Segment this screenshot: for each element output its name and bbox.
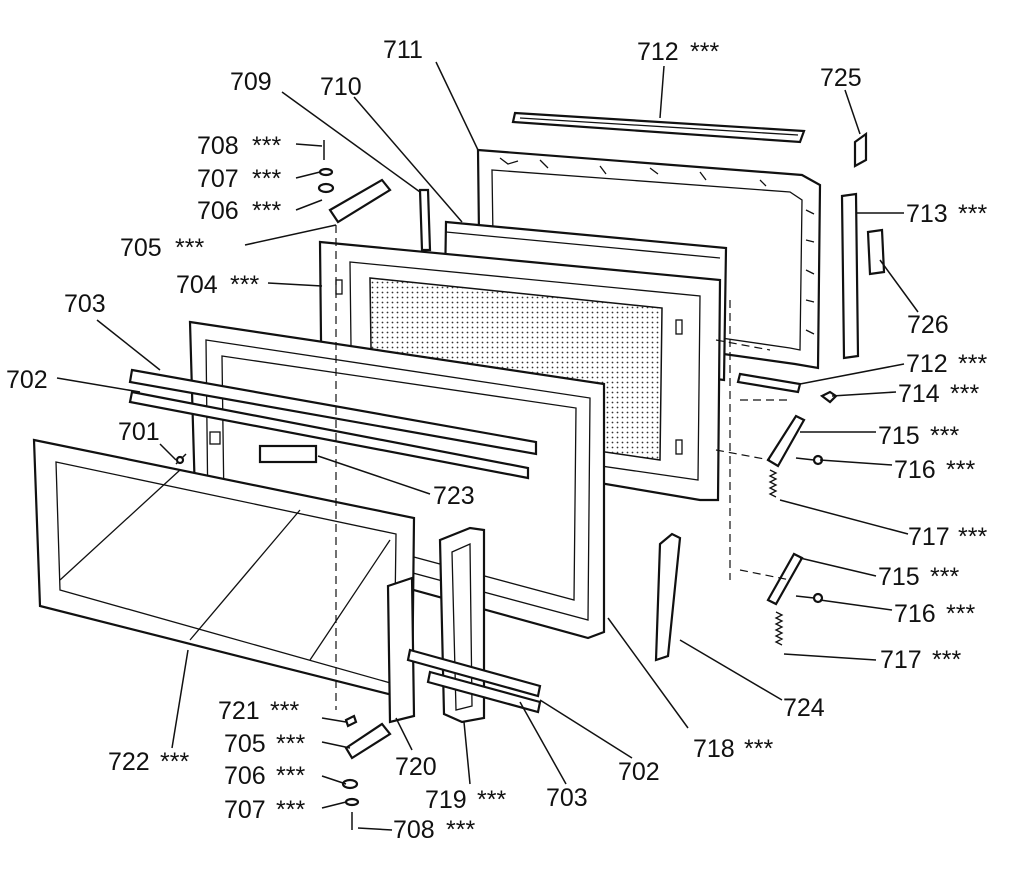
label-719-stars: ***	[477, 786, 506, 814]
label-708-stars: ***	[252, 132, 281, 160]
label-701: 701	[118, 418, 160, 446]
label-716: 716	[894, 456, 936, 484]
label-715: 715	[878, 422, 920, 450]
label-714-stars: ***	[950, 380, 979, 408]
part-717-spring-upper	[768, 469, 778, 498]
label-703-lower: 703	[546, 784, 588, 812]
label-721: 721	[218, 697, 260, 725]
label-707-lower: 707	[224, 796, 266, 824]
part-712-top-strip	[511, 111, 806, 144]
label-709: 709	[230, 68, 272, 96]
label-704: 704	[176, 271, 218, 299]
label-715-lower-stars: ***	[930, 563, 959, 591]
part-703-top-rail	[128, 368, 538, 480]
label-712-right-stars: ***	[958, 350, 987, 378]
label-702: 702	[6, 366, 48, 394]
label-708: 708	[197, 132, 239, 160]
label-721-stars: ***	[270, 697, 299, 725]
label-725: 725	[820, 64, 862, 92]
part-701-screw	[175, 453, 187, 465]
label-717-lower: 717	[880, 646, 922, 674]
label-717-stars: ***	[958, 523, 987, 551]
label-716-lower-stars: ***	[946, 600, 975, 628]
part-709-rod	[418, 188, 432, 252]
part-716-screw-lower	[795, 592, 824, 604]
label-707-stars: ***	[252, 165, 281, 193]
label-712: 712	[637, 38, 679, 66]
label-706-stars: ***	[252, 197, 281, 225]
label-713: 713	[906, 200, 948, 228]
part-720-side-piece	[386, 576, 416, 724]
label-711: 711	[383, 36, 423, 64]
label-707-lower-stars: ***	[276, 796, 305, 824]
label-706-lower: 706	[224, 762, 266, 790]
part-714-clip	[819, 390, 838, 404]
label-705: 705	[120, 234, 162, 262]
label-715-lower: 715	[878, 563, 920, 591]
part-703-bottom-rail	[426, 670, 542, 714]
label-722: 722	[108, 748, 150, 776]
label-705-lower-stars: ***	[276, 730, 305, 758]
label-712-right: 712	[906, 350, 948, 378]
label-717-lower-stars: ***	[932, 646, 961, 674]
part-717-spring-lower	[774, 611, 784, 646]
label-704-stars: ***	[230, 271, 259, 299]
label-716-lower: 716	[894, 600, 936, 628]
label-718: 718	[693, 735, 735, 763]
label-713-stars: ***	[958, 200, 987, 228]
label-706-lower-stars: ***	[276, 762, 305, 790]
part-725-block	[853, 131, 868, 168]
label-722-stars: ***	[160, 748, 189, 776]
label-718-stars: ***	[744, 735, 773, 763]
leader-lines	[56, 61, 919, 831]
label-724: 724	[783, 694, 825, 722]
label-702-lower: 702	[618, 758, 660, 786]
label-719: 719	[425, 786, 467, 814]
part-713-vertical-strip	[840, 192, 860, 360]
part-hinge-top-hardware	[317, 140, 392, 224]
label-726: 726	[907, 311, 949, 339]
part-715-hinge-upper	[766, 414, 806, 468]
label-707: 707	[197, 165, 239, 193]
part-726-clip	[866, 228, 886, 276]
label-705-stars: ***	[175, 234, 204, 262]
assembly-lines	[335, 225, 791, 710]
label-714: 714	[898, 380, 940, 408]
label-720: 720	[395, 753, 437, 781]
label-712-stars: ***	[690, 38, 719, 66]
part-labels: 711 712 *** 725 709 710 708 *** 707 *** …	[6, 36, 987, 844]
label-703: 703	[64, 290, 106, 318]
part-712-lower-strip	[736, 372, 802, 394]
label-708-lower-stars: ***	[446, 816, 475, 844]
part-702-bottom-rail	[406, 648, 542, 698]
label-723: 723	[433, 482, 475, 510]
label-710: 710	[320, 73, 362, 101]
label-705-lower: 705	[224, 730, 266, 758]
label-715-stars: ***	[930, 422, 959, 450]
part-716-screw-upper	[795, 454, 824, 466]
label-716-stars: ***	[946, 456, 975, 484]
label-708-lower: 708	[393, 816, 435, 844]
part-hinge-bottom-hardware	[341, 714, 392, 830]
label-717: 717	[908, 523, 950, 551]
part-724-gasket	[654, 532, 682, 662]
label-706: 706	[197, 197, 239, 225]
